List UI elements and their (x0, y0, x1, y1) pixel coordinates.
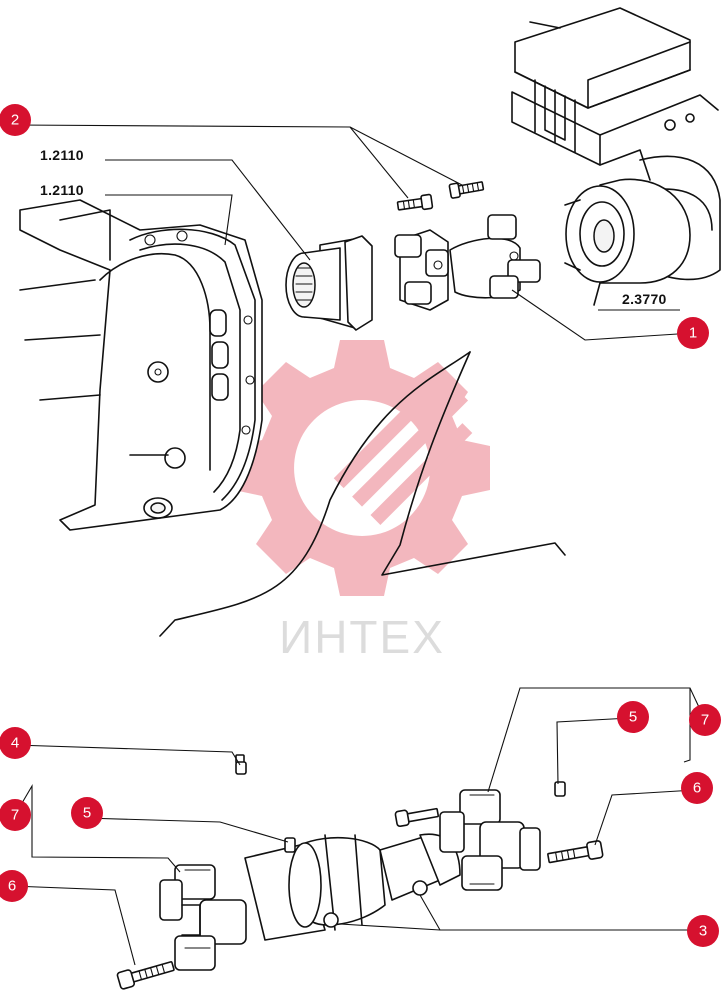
callout-1: 1 (677, 317, 709, 349)
callout-7-left: 7 (0, 799, 31, 831)
svg-text:6: 6 (8, 878, 16, 895)
svg-text:1: 1 (689, 325, 697, 342)
svg-text:5: 5 (629, 709, 637, 726)
ref-code-1: 1.2110 (40, 147, 84, 163)
bolt-upper (448, 181, 485, 199)
callout-leaders (11, 124, 706, 966)
svg-text:3: 3 (699, 923, 707, 940)
svg-text:4: 4 (11, 735, 19, 752)
splined-yoke (285, 235, 373, 331)
frame-bracket (511, 7, 721, 281)
grease-nipple-left (284, 837, 296, 853)
svg-text:7: 7 (701, 712, 709, 729)
top-universal-joint (394, 214, 541, 311)
callout-7-right: 7 (689, 704, 721, 736)
callout-3: 3 (687, 915, 719, 947)
svg-text:7: 7 (11, 807, 19, 824)
output-flange (564, 178, 691, 306)
shaft-tube (244, 833, 461, 941)
svg-text:5: 5 (83, 805, 91, 822)
bottom-shaft-assembly (116, 754, 604, 990)
gear-logo-icon: ИНТЕХ (234, 340, 490, 663)
callout-5-right: 5 (617, 701, 649, 733)
bolt-lower (396, 193, 434, 211)
callout-6-left: 6 (0, 870, 28, 902)
bolt-middle (394, 807, 440, 828)
callout-2: 2 (0, 104, 31, 136)
bolt-right (547, 840, 604, 864)
grease-nipple-4 (235, 754, 247, 775)
sketch-lines (159, 351, 566, 637)
watermark-text: ИНТЕХ (279, 611, 445, 663)
callout-6-right: 6 (681, 772, 713, 804)
ref-code-2: 1.2110 (40, 182, 84, 198)
top-bolts (396, 181, 485, 211)
callout-4: 4 (0, 727, 31, 759)
bolt-left (116, 961, 175, 990)
ref-code-3: 2.3770 (622, 291, 667, 307)
gearbox-housing (19, 199, 263, 531)
reference-leaders: 1.2110 1.2110 2.3770 (40, 147, 680, 311)
left-universal-joint (159, 864, 247, 971)
svg-text:6: 6 (693, 780, 701, 797)
callout-5-left: 5 (71, 797, 103, 829)
svg-text:2: 2 (11, 112, 19, 129)
right-universal-joint (439, 789, 541, 891)
grease-nipple-right (554, 781, 566, 797)
